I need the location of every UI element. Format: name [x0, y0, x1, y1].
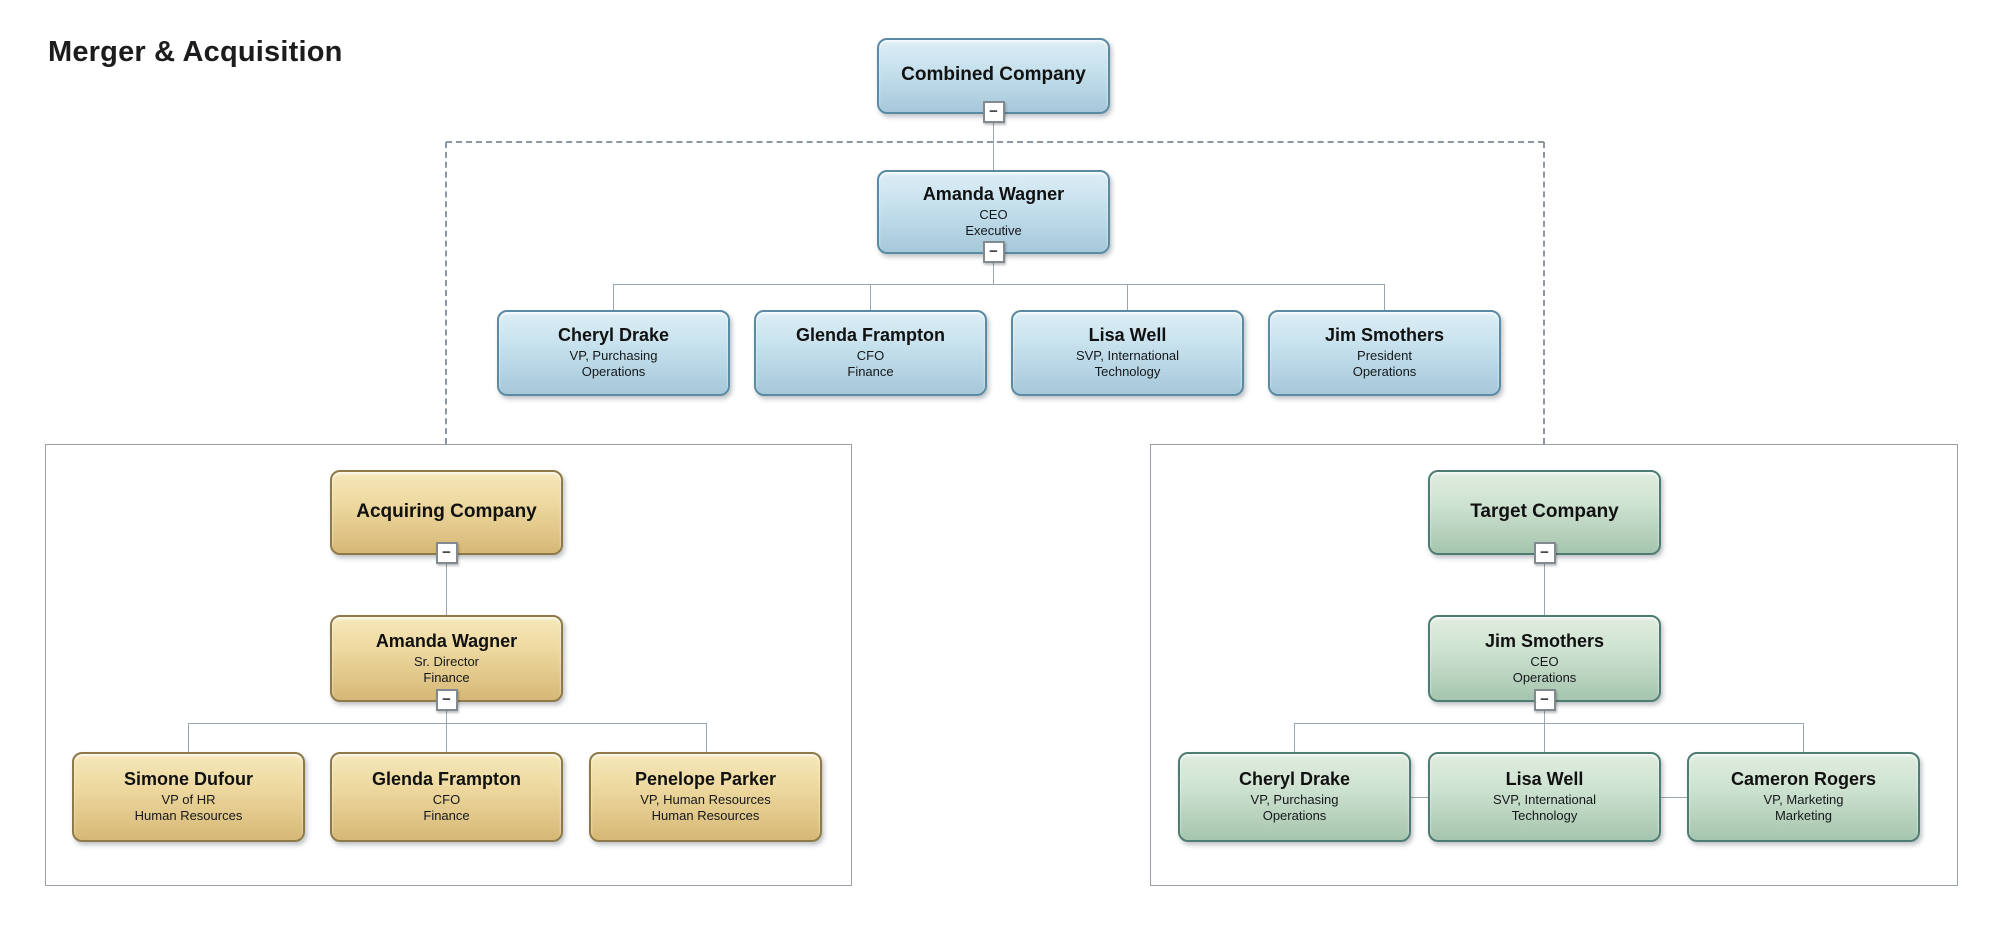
person-title: VP, Purchasing [1250, 792, 1339, 808]
connector-line [1544, 723, 1545, 752]
person-name: Lisa Well [1505, 769, 1584, 790]
org-node-acquiring-company[interactable]: Acquiring Company − [330, 470, 563, 564]
person-dept: Marketing [1774, 808, 1833, 824]
collapse-button[interactable]: − [435, 689, 458, 711]
person-dept: Operations [1352, 364, 1417, 380]
org-node-glenda-frampton-acquiring[interactable]: Glenda Frampton CFO Finance [330, 752, 563, 842]
org-node-target-company[interactable]: Target Company − [1428, 470, 1661, 564]
connector-line [1127, 284, 1128, 310]
company-name: Target Company [1470, 500, 1619, 522]
minus-icon: − [989, 242, 998, 260]
peer-connector-line [1661, 797, 1687, 798]
connector-line [188, 723, 706, 724]
minus-icon: − [989, 102, 998, 120]
person-dept: Operations [1512, 669, 1577, 685]
person-title: CFO [432, 792, 461, 808]
person-title: CEO [979, 207, 1008, 223]
org-node-amanda-wagner-ceo[interactable]: Amanda Wagner CEO Executive − [877, 170, 1110, 263]
connector-line [993, 122, 994, 170]
connector-line [1544, 710, 1545, 723]
person-dept: Operations [581, 364, 646, 380]
connector-line [1294, 723, 1295, 752]
dashed-link-left [445, 142, 447, 444]
company-name: Combined Company [901, 64, 1086, 86]
person-dept: Human Resources [651, 808, 760, 824]
connector-line [1803, 723, 1804, 752]
connector-line [706, 723, 707, 752]
connector-line [1294, 723, 1804, 724]
org-node-lisa-well-target[interactable]: Lisa Well SVP, International Technology [1428, 752, 1661, 842]
person-dept: Operations [1262, 808, 1327, 824]
dashed-link-horizontal [446, 141, 1544, 143]
connector-line [870, 284, 871, 310]
person-name: Amanda Wagner [922, 184, 1065, 205]
minus-icon: − [442, 543, 451, 561]
person-name: Cheryl Drake [557, 325, 670, 346]
org-node-penelope-parker[interactable]: Penelope Parker VP, Human Resources Huma… [589, 752, 822, 842]
org-node-jim-smothers-target[interactable]: Jim Smothers CEO Operations − [1428, 615, 1661, 711]
person-dept: Technology [1511, 808, 1578, 824]
minus-icon: − [1540, 543, 1549, 561]
person-title: VP, Marketing [1763, 792, 1844, 808]
connector-line [446, 710, 447, 723]
person-dept: Finance [423, 669, 470, 685]
org-node-amanda-wagner-acquiring[interactable]: Amanda Wagner Sr. Director Finance − [330, 615, 563, 711]
person-title: VP of HR [161, 792, 216, 808]
person-name: Simone Dufour [124, 769, 253, 790]
connector-line [446, 563, 447, 615]
collapse-button[interactable]: − [982, 101, 1005, 123]
person-dept: Executive [965, 223, 1022, 239]
collapse-button[interactable]: − [1533, 542, 1556, 564]
connector-line [613, 284, 1384, 285]
connector-line [188, 723, 189, 752]
org-node-combined-company[interactable]: Combined Company − [877, 38, 1110, 123]
person-name: Cheryl Drake [1238, 769, 1351, 790]
company-name: Acquiring Company [356, 500, 537, 522]
person-name: Jim Smothers [1484, 630, 1605, 651]
person-title: President [1357, 348, 1412, 364]
org-node-cameron-rogers[interactable]: Cameron Rogers VP, Marketing Marketing [1687, 752, 1920, 842]
connector-line [1384, 284, 1385, 310]
person-dept: Human Resources [134, 808, 243, 824]
org-node-cheryl-drake-target[interactable]: Cheryl Drake VP, Purchasing Operations [1178, 752, 1411, 842]
person-name: Amanda Wagner [375, 630, 518, 651]
person-dept: Finance [423, 808, 470, 824]
peer-connector-line [1411, 797, 1428, 798]
person-title: SVP, International [1075, 348, 1180, 364]
person-dept: Finance [847, 364, 894, 380]
org-node-jim-smothers-top[interactable]: Jim Smothers President Operations [1268, 310, 1501, 396]
minus-icon: − [442, 690, 451, 708]
person-title: VP, Human Resources [640, 792, 771, 808]
collapse-button[interactable]: − [435, 542, 458, 564]
org-node-glenda-frampton-top[interactable]: Glenda Frampton CFO Finance [754, 310, 987, 396]
dashed-link-right [1543, 142, 1545, 444]
person-title: Sr. Director [413, 653, 479, 669]
person-name: Lisa Well [1088, 325, 1167, 346]
minus-icon: − [1540, 690, 1549, 708]
person-title: CEO [1530, 653, 1559, 669]
org-node-cheryl-drake-top[interactable]: Cheryl Drake VP, Purchasing Operations [497, 310, 730, 396]
person-title: CFO [856, 348, 885, 364]
connector-line [613, 284, 614, 310]
org-node-simone-dufour[interactable]: Simone Dufour VP of HR Human Resources [72, 752, 305, 842]
person-dept: Technology [1094, 364, 1161, 380]
person-title: VP, Purchasing [569, 348, 658, 364]
connector-line [1544, 563, 1545, 615]
connector-line [446, 723, 447, 752]
person-name: Penelope Parker [634, 769, 777, 790]
person-title: SVP, International [1492, 792, 1597, 808]
person-name: Cameron Rogers [1730, 769, 1877, 790]
collapse-button[interactable]: − [1533, 689, 1556, 711]
connector-line [993, 262, 994, 284]
person-name: Glenda Frampton [371, 769, 521, 790]
person-name: Glenda Frampton [795, 325, 945, 346]
person-name: Jim Smothers [1324, 325, 1445, 346]
collapse-button[interactable]: − [982, 241, 1005, 263]
page-title: Merger & Acquisition [48, 36, 343, 68]
org-node-lisa-well-top[interactable]: Lisa Well SVP, International Technology [1011, 310, 1244, 396]
